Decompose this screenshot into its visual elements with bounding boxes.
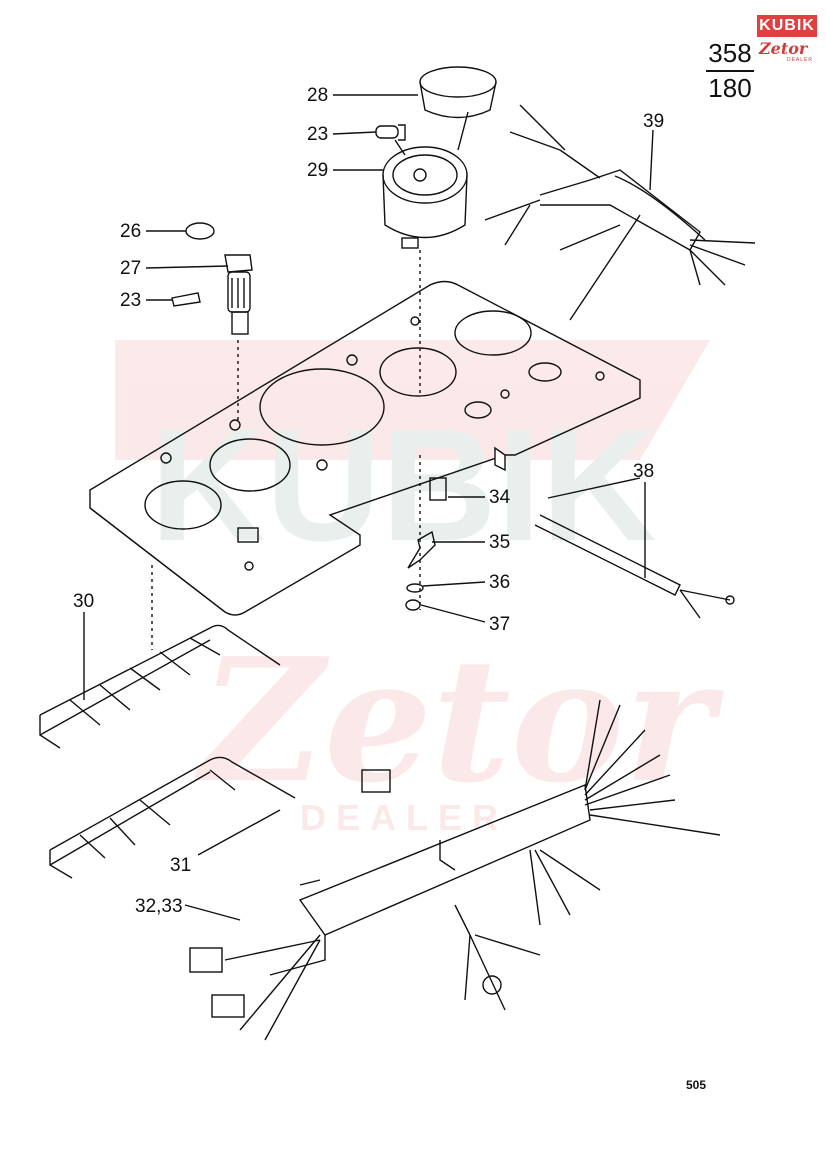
callout-38: 38: [633, 461, 655, 482]
callout-23-top: 23: [307, 124, 329, 145]
page-number-divider: [706, 70, 754, 72]
panel-hole: [209, 438, 291, 492]
callout-28: 28: [307, 85, 329, 106]
panel-hole-large: [259, 368, 385, 446]
callout-29: 29: [307, 160, 329, 181]
callout-39: 39: [643, 111, 665, 132]
bulb-34: [429, 477, 447, 501]
logo-brand: KUBIK: [757, 15, 817, 37]
panel-hole-small: [464, 401, 492, 419]
callout-36: 36: [489, 572, 511, 593]
bulb-23-left: [171, 292, 201, 307]
washer-36: [406, 583, 424, 593]
callout-35: 35: [489, 532, 511, 553]
page-number-bottom: 180: [708, 73, 752, 103]
logo-sub: Zetor: [759, 39, 808, 58]
page-number: 358 180: [706, 38, 754, 104]
panel-hole: [454, 310, 532, 356]
footer-code: 505: [686, 1078, 707, 1092]
panel-hole: [379, 347, 457, 397]
watermark-sub: Zetor: [194, 621, 724, 821]
logo-dealer: DEALER: [787, 57, 814, 63]
callout-31: 31: [170, 855, 192, 876]
dashboard-panel: [89, 280, 641, 616]
bulb-23: [375, 124, 406, 141]
wire-harness-30: [39, 624, 281, 749]
callout-27: 27: [120, 258, 142, 279]
page-number-top: 358: [708, 38, 752, 68]
callout-32-33: 32,33: [135, 896, 183, 917]
panel-hole: [144, 480, 222, 530]
cable-38: [534, 514, 735, 619]
wire-harness-31: [49, 756, 296, 879]
gauge-29: [382, 146, 468, 249]
watermark-dealer: DEALER: [300, 797, 508, 838]
bracket-35: [407, 530, 436, 569]
callout-34: 34: [489, 487, 511, 508]
cap-26: [185, 222, 215, 240]
callout-26: 26: [120, 221, 142, 242]
nut-37: [405, 599, 421, 611]
callout-37: 37: [489, 614, 511, 635]
cover-cap-28: [419, 66, 497, 119]
switch-27: [224, 254, 253, 335]
panel-hole-small: [528, 362, 562, 382]
cable-harness-39: [484, 104, 756, 286]
brand-logo: KUBIK Zetor DEALER: [757, 15, 819, 65]
callout-23-left: 23: [120, 290, 142, 311]
main-wiring-harness: [189, 699, 721, 1041]
callout-30: 30: [73, 591, 95, 612]
